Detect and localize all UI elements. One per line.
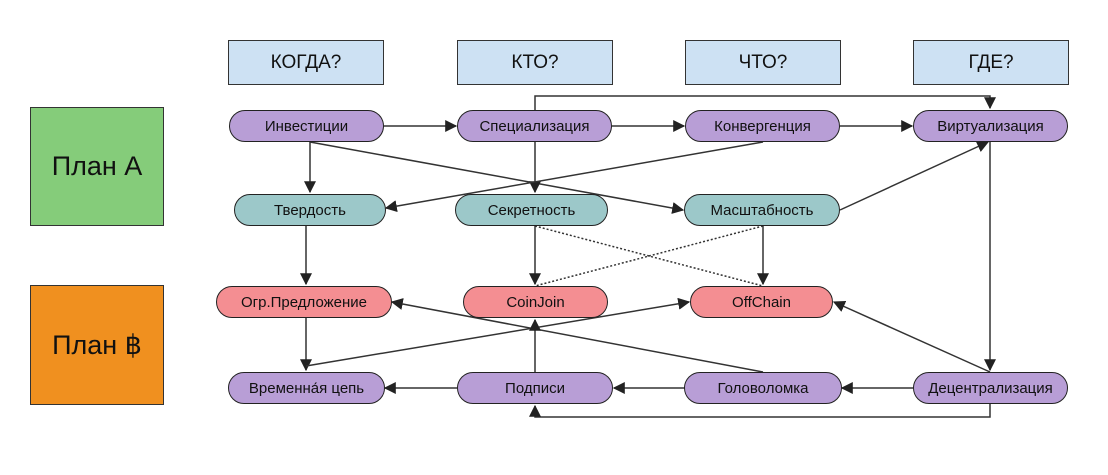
edge-specialization-virtualization	[534, 95, 996, 110]
edge-decentralization-offchain	[832, 300, 991, 373]
edge-investments-scalability	[309, 141, 685, 214]
edge-timechain-offchain	[305, 297, 691, 367]
node-timechain: Временна́я цепь	[228, 372, 385, 404]
header-where: ГДЕ?	[913, 40, 1069, 85]
header-when: КОГДА?	[228, 40, 384, 85]
edge-scalability-coinjoin-dotted	[534, 225, 764, 287]
edge-scalability-virtualization	[839, 141, 990, 211]
edge-puzzle-limited-supply	[390, 298, 764, 373]
node-investments: Инвестиции	[229, 110, 384, 142]
node-decentralization: Децентрализация	[913, 372, 1068, 404]
plan-a-box: План А	[30, 107, 164, 226]
node-offchain: OffChain	[690, 286, 833, 318]
node-coinjoin: CoinJoin	[463, 286, 608, 318]
node-hardness: Твердость	[234, 194, 386, 226]
plan-b-box: План ฿	[30, 285, 164, 405]
header-what: ЧТО?	[685, 40, 841, 85]
node-convergence: Конвергенция	[685, 110, 840, 142]
edge-convergence-hardness	[384, 141, 764, 213]
node-limited-supply: Огр.Предложение	[216, 286, 392, 318]
node-secrecy: Секретность	[455, 194, 608, 226]
edge-decentralization-signatures	[529, 404, 991, 418]
node-virtualization: Виртуализация	[913, 110, 1068, 142]
node-puzzle: Головоломка	[684, 372, 842, 404]
node-specialization: Специализация	[457, 110, 612, 142]
header-who: КТО?	[457, 40, 613, 85]
node-scalability: Масштабность	[684, 194, 840, 226]
node-signatures: Подписи	[457, 372, 613, 404]
